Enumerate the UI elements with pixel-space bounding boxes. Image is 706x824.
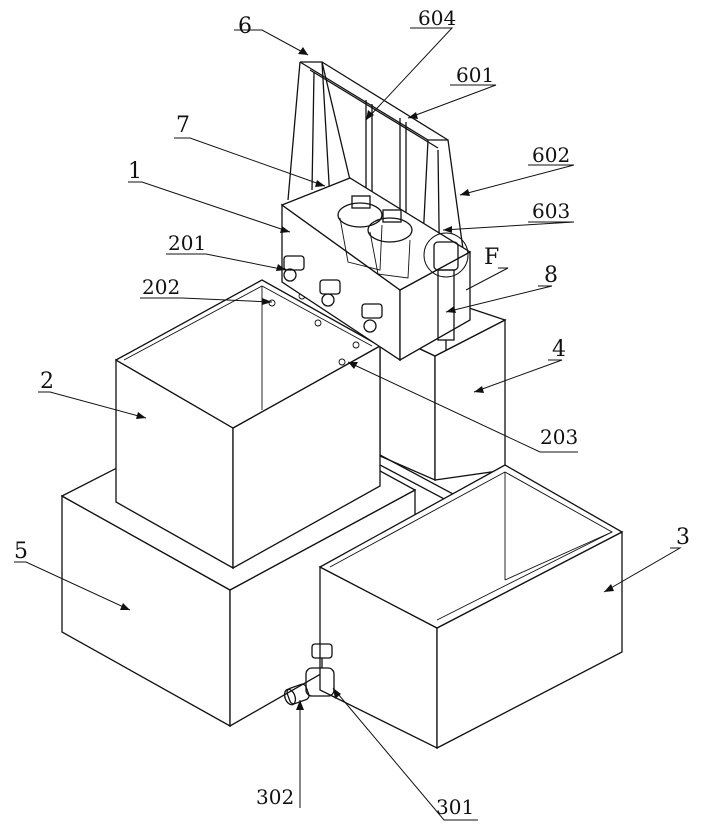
- label-4: 4: [552, 337, 566, 362]
- label-604: 604: [418, 6, 456, 30]
- label-5: 5: [14, 539, 28, 564]
- label-1: 1: [128, 159, 142, 184]
- leader-lines: [14, 27, 682, 821]
- label-602: 602: [532, 143, 570, 167]
- label-2: 2: [40, 369, 54, 394]
- outlet-pipe-302: [283, 683, 310, 706]
- label-F: F: [484, 245, 499, 270]
- label-8: 8: [544, 263, 558, 288]
- valves-201: [283, 255, 383, 333]
- cylinder-8: [423, 232, 469, 350]
- label-6: 6: [238, 14, 252, 39]
- label-202: 202: [142, 275, 180, 299]
- label-601: 601: [456, 63, 494, 87]
- label-301: 301: [436, 795, 474, 819]
- label-201: 201: [168, 231, 206, 255]
- reference-labels: 6 604 601 602 603 7 1 201 202 F 8 4 2 20…: [14, 6, 690, 819]
- box-1: [280, 177, 472, 362]
- frame-6: [287, 61, 471, 301]
- label-302: 302: [256, 785, 294, 809]
- label-603: 603: [532, 199, 570, 223]
- label-203: 203: [540, 425, 578, 449]
- outlet-valve-301: [305, 643, 335, 697]
- tank-3: [318, 464, 624, 750]
- label-3: 3: [676, 525, 690, 550]
- label-7: 7: [176, 113, 190, 138]
